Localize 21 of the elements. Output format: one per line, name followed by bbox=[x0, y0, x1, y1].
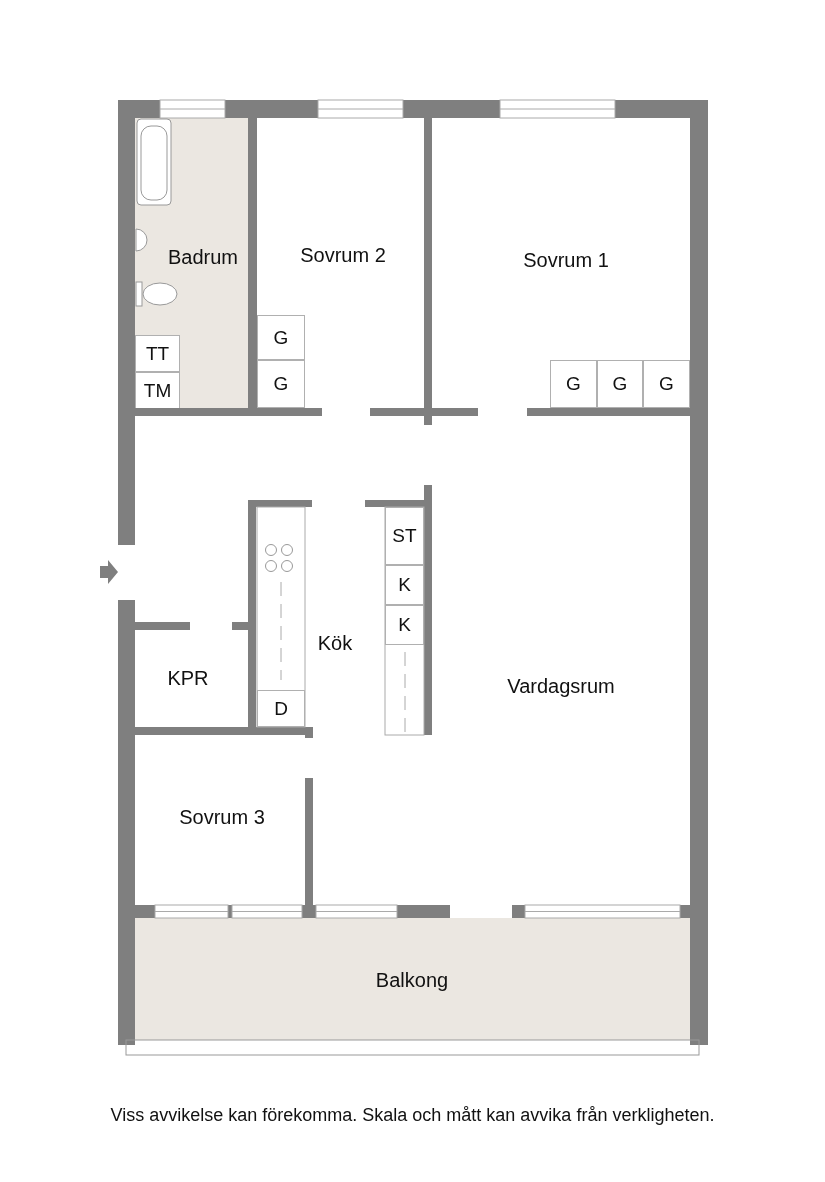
kitchen-unit: ST bbox=[385, 507, 424, 565]
room-name: Sovrum 1 bbox=[523, 248, 609, 272]
room-name: Sovrum 3 bbox=[179, 805, 265, 829]
disclaimer-caption: Viss avvikelse kan förekomma. Skala och mått kan avvika från verkligheten. bbox=[109, 1105, 716, 1126]
room-name: Kök bbox=[317, 631, 353, 655]
kitchen-unit: K bbox=[385, 605, 424, 645]
balcony-area bbox=[135, 918, 690, 1040]
wardrobe: G bbox=[597, 360, 643, 408]
wardrobe: G bbox=[550, 360, 597, 408]
room-name: Balkong bbox=[375, 968, 449, 992]
room-name: Vardagsrum bbox=[507, 674, 615, 698]
room-name: KPR bbox=[167, 666, 209, 690]
room-name: Badrum bbox=[168, 245, 238, 269]
appliance-slot: TT bbox=[135, 335, 180, 372]
kitchen-unit: K bbox=[385, 565, 424, 605]
appliance-slot: TM bbox=[135, 372, 180, 410]
wardrobe: G bbox=[257, 360, 305, 408]
kitchen-unit: D bbox=[257, 690, 305, 727]
wardrobe: G bbox=[643, 360, 690, 408]
wardrobe: G bbox=[257, 315, 305, 360]
room-name: Sovrum 2 bbox=[300, 243, 386, 267]
